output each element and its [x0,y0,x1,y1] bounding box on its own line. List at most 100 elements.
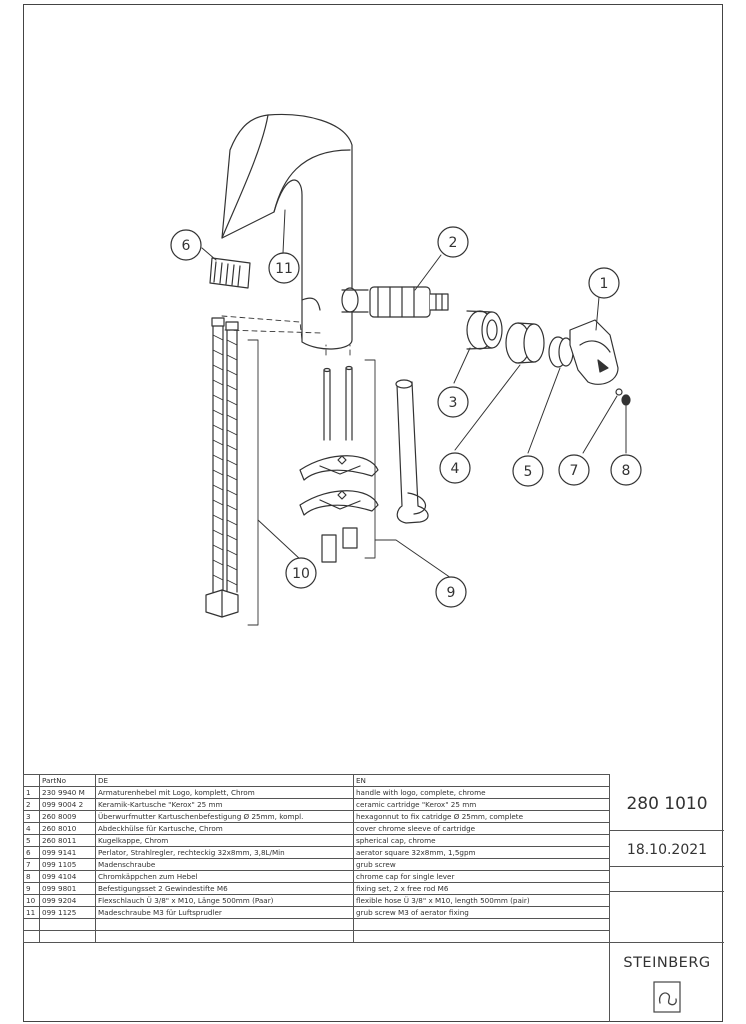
title-block-divider [610,866,724,867]
cell-partno: 099 9801 [39,882,96,895]
flexible-hoses [205,317,239,618]
callout-circle-5 [512,455,544,487]
callout-label-11: 11 [275,261,293,277]
title-block: 280 1010 18.10.2021 STEINBERG [609,774,724,1022]
cell-partno: 260 8009 [39,810,96,823]
cell-pos: 2 [23,798,40,811]
callout-circle-9 [435,576,467,608]
cell-de: Überwurfmutter Kartuschenbefestigung Ø 2… [95,810,354,823]
cell-en: grub screw M3 of aerator fixing [353,906,610,919]
assembly-dashed-lines [221,315,351,356]
cell-pos: 3 [23,810,40,823]
cell-pos: 8 [23,870,40,883]
callout-circle-6 [170,229,202,261]
cell-de: Befestigungsset 2 Gewindestifte M6 [95,882,354,895]
cell-empty [95,918,354,931]
callout-circle-2 [437,226,469,258]
article-number: 280 1010 [626,794,708,814]
hexagon-nut [466,310,503,350]
cell-empty [353,930,610,943]
callout-circle-7 [558,454,590,486]
cell-pos: 7 [23,858,40,871]
cell-partno: 099 4104 [39,870,96,883]
cell-de: Perlator, Strahlregler, rechteckig 32x8m… [95,846,354,859]
exploded-view-drawing: 1 2 3 4 5 6 7 8 9 10 11 [170,113,642,626]
cell-partno: 230 9940 M [39,786,96,799]
callout-label-3: 3 [449,395,458,411]
cell-empty [23,918,40,931]
callout-label-7: 7 [570,463,579,479]
header-de: DE [95,774,354,787]
leader-lines [201,209,627,579]
cell-empty [39,930,96,943]
cell-partno: 260 8011 [39,834,96,847]
cell-pos: 6 [23,846,40,859]
header-pos [23,774,40,787]
cell-de: Kugelkappe, Chrom [95,834,354,847]
cell-en: aerator square 32x8mm, 1,5gpm [353,846,610,859]
callout-label-5: 5 [524,464,533,480]
header-en: EN [353,774,610,787]
cell-empty [353,918,610,931]
header-partno: PartNo [39,774,96,787]
callout-label-9: 9 [447,585,456,601]
callout-label-10: 10 [292,566,310,582]
cell-en: spherical cap, chrome [353,834,610,847]
cell-pos: 5 [23,834,40,847]
cell-de: Flexschlauch Ü 3/8" x M10, Länge 500mm (… [95,894,354,907]
cell-de: Keramik-Kartusche "Kerox" 25 mm [95,798,354,811]
title-block-divider [610,891,724,892]
drawing-date: 18.10.2021 [626,842,708,858]
faucet-body [221,113,369,350]
aerator [209,257,251,289]
cell-de: Abdeckhülse für Kartusche, Chrom [95,822,354,835]
cell-partno: 099 9204 [39,894,96,907]
cell-pos: 4 [23,822,40,835]
cell-en: flexible hose Ü 3/8" x M10, length 500mm… [353,894,610,907]
cell-en: cover chrome sleeve of cartridge [353,822,610,835]
cell-de: Chromkäppchen zum Hebel [95,870,354,883]
cell-de: Madeschraube M3 für Luftsprudler [95,906,354,919]
cell-partno: 099 9141 [39,846,96,859]
callout-numbers: 1 2 3 4 5 6 7 8 9 10 11 [182,235,631,601]
cell-empty [95,930,354,943]
cell-de: Armaturenhebel mit Logo, komplett, Chrom [95,786,354,799]
cell-partno: 099 1105 [39,858,96,871]
cell-pos: 11 [23,906,40,919]
title-block-divider [610,830,724,831]
table-row-empty [23,918,610,931]
cell-en: fixing set, 2 x free rod M6 [353,882,610,895]
title-block-divider [610,942,724,943]
cell-pos: 1 [23,786,40,799]
cell-partno: 099 9004 2 [39,798,96,811]
bracket-hoses [247,339,259,626]
callout-circle-10 [285,557,317,589]
callout-label-2: 2 [449,235,458,251]
bracket-fixing-set [364,359,376,559]
callout-label-8: 8 [622,463,631,479]
callout-circles [170,226,642,608]
brand-logo [610,978,724,1016]
fixing-set [299,365,429,563]
callout-circle-11 [268,252,300,284]
callout-circle-8 [610,454,642,486]
ceramic-cartridge [369,286,449,318]
callout-label-4: 4 [451,461,460,477]
lever-handle [569,319,619,385]
cell-pos: 10 [23,894,40,907]
cell-en: handle with logo, complete, chrome [353,786,610,799]
steinberg-logo-icon [653,981,681,1013]
callout-circle-3 [437,386,469,418]
parts-table-header-row: PartNo DE EN [23,774,610,787]
brand-name: STEINBERG [623,955,711,971]
